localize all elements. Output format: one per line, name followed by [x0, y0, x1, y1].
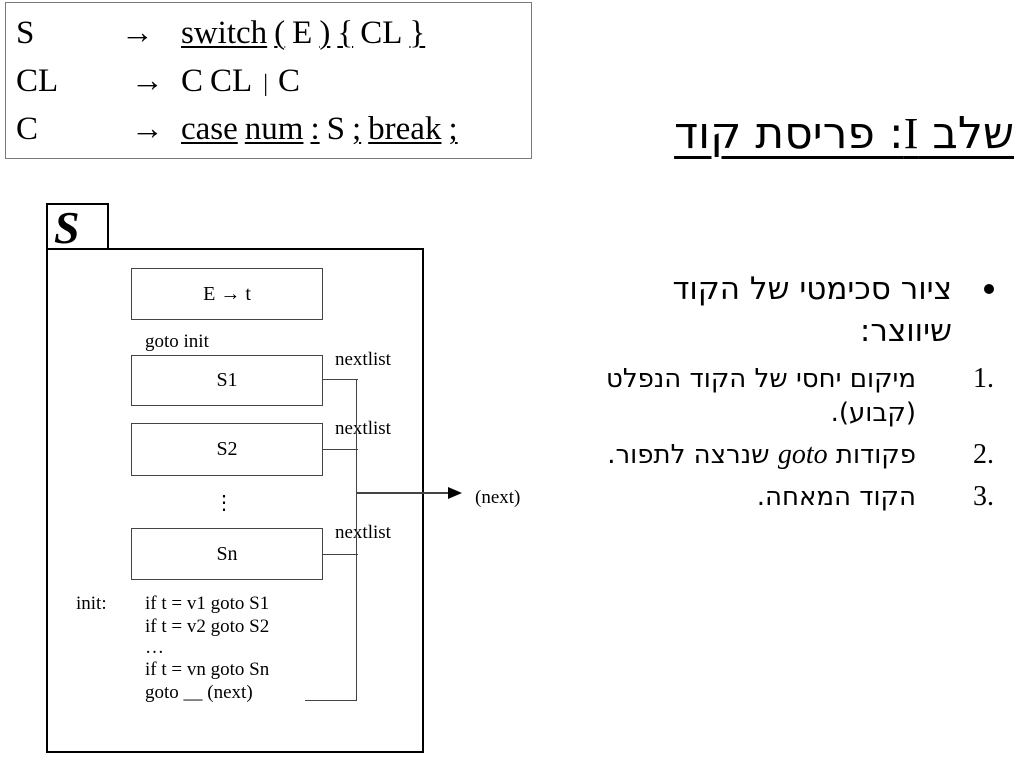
token-semicolon: ;: [352, 111, 362, 147]
connector-s1: [322, 379, 358, 381]
token-cl: CL: [210, 63, 253, 99]
label-nextlist: nextlist: [335, 349, 391, 370]
bullet-item: ציור סכימטי של הקוד שיווצר:: [594, 268, 994, 352]
label-goto-init: goto init: [145, 331, 209, 352]
arrow-line: [357, 492, 452, 494]
block-e-to-t: E → t: [131, 268, 323, 320]
token-rparen: ): [319, 15, 331, 51]
bullet-icon: [984, 284, 994, 294]
rule-lhs: S: [16, 15, 35, 51]
list-item: 1. מיקום יחסי של הקוד הנפלט (קבוע).: [594, 362, 994, 430]
init-code-block: if t = v1 goto S1 if t = v2 goto S2 … if…: [145, 592, 269, 704]
block-s2: S2: [131, 423, 323, 476]
token-s: S: [326, 111, 345, 147]
bullet-text: ציור סכימטי של הקוד שיווצר:: [672, 271, 952, 349]
list-number: 3.: [973, 481, 994, 512]
title-prefix: שלב: [918, 108, 1014, 159]
list-number: 1.: [973, 363, 994, 394]
block-sn: Sn: [131, 528, 323, 580]
nextlist-bus: [356, 379, 358, 701]
token-lbrace: {: [337, 15, 354, 51]
rule-rhs: switch(E){CL}: [181, 17, 432, 50]
rule-lhs: C: [16, 111, 39, 147]
token-c: C: [181, 63, 204, 99]
code-line: if t = v1 goto S1: [145, 593, 270, 614]
code-line: if t = vn goto Sn: [145, 659, 270, 680]
token-lparen: (: [274, 15, 286, 51]
list-text: הקוד המאחה.: [756, 482, 916, 512]
diagram-tab-label: S: [46, 203, 109, 251]
token-num: num: [244, 111, 304, 147]
token-rbrace: }: [409, 15, 426, 51]
token-colon: :: [310, 111, 320, 147]
token-switch: switch: [181, 15, 268, 51]
token-e: E: [292, 15, 313, 51]
list-item: 3. הקוד המאחה.: [594, 480, 994, 514]
page-title: שלב I: פריסת קוד: [674, 104, 1014, 164]
token-case: case: [181, 111, 238, 147]
vertical-ellipsis: ⋮: [214, 492, 234, 514]
arrow-head-icon: [448, 487, 462, 499]
token-semicolon: ;: [448, 111, 458, 147]
token-or: |: [263, 71, 268, 97]
title-roman-numeral: I: [903, 109, 919, 158]
block-s1: S1: [131, 355, 323, 406]
connector-goto-next: [305, 700, 357, 702]
code-line: …: [145, 637, 164, 658]
code-line: goto __ (next): [145, 682, 253, 703]
list-text: מיקום יחסי של הקוד הנפלט (קבוע).: [606, 364, 916, 428]
diagram-frame: [46, 248, 424, 753]
bullet-content: ציור סכימטי של הקוד שיווצר: 1. מיקום יחס…: [594, 268, 994, 522]
title-suffix: : פריסת קוד: [674, 108, 904, 159]
numbered-list: 1. מיקום יחסי של הקוד הנפלט (קבוע). 2. פ…: [594, 362, 994, 514]
arrow-icon: →: [131, 63, 164, 99]
label-init: init:: [76, 593, 107, 614]
label-next: (next): [475, 487, 521, 508]
list-number: 2.: [973, 439, 994, 470]
connector-s2: [322, 449, 358, 451]
arrow-icon: →: [131, 111, 164, 147]
list-emphasis-goto: goto: [777, 439, 828, 470]
list-text-after: שנרצה לתפור.: [607, 440, 778, 470]
rule-lhs: CL: [16, 63, 59, 99]
list-text-before: פקודות: [827, 440, 916, 470]
code-line: if t = v2 goto S2: [145, 616, 270, 637]
label-nextlist: nextlist: [335, 418, 391, 439]
list-item: 2. פקודות goto שנרצה לתפור.: [594, 438, 994, 472]
token-cl: CL: [360, 15, 403, 51]
label-nextlist: nextlist: [335, 522, 391, 543]
connector-sn: [322, 554, 358, 556]
token-break: break: [368, 111, 442, 147]
arrow-icon: →: [121, 15, 154, 51]
token-c: C: [278, 63, 301, 99]
